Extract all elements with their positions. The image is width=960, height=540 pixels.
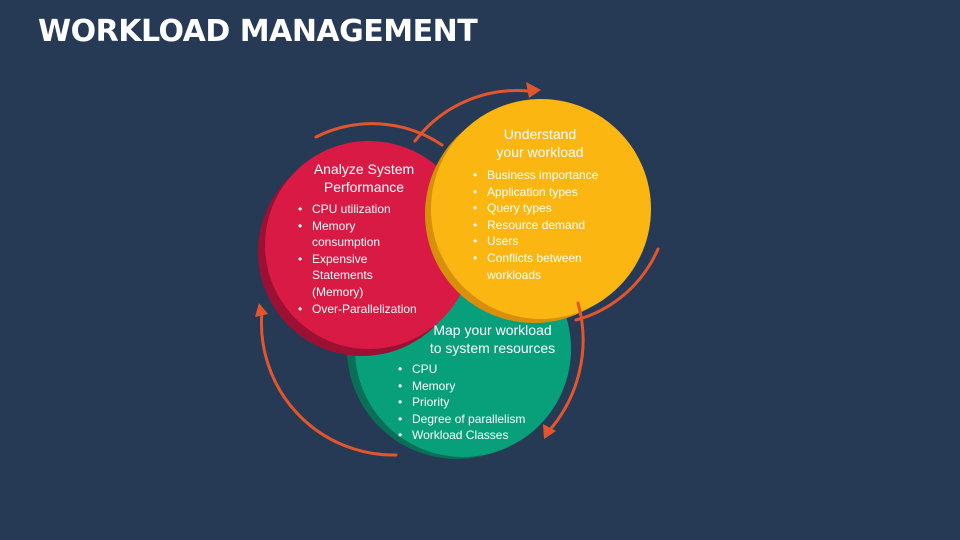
list-item: Business importance — [473, 167, 613, 184]
list-item: Expensive Statements (Memory) — [298, 251, 392, 301]
top-arc-right — [413, 89, 530, 143]
list-item: Priority — [398, 394, 558, 411]
left-arc — [259, 309, 398, 457]
arrow-head-left — [255, 303, 268, 317]
understand-heading-line-1: Understand — [503, 126, 577, 142]
list-item: CPU — [398, 361, 558, 378]
list-item: Users — [473, 233, 613, 250]
list-item: Conflicts between workloads — [473, 250, 599, 283]
page-title: WORKLOAD MANAGEMENT — [38, 14, 478, 49]
map-heading: Map your workload to system resources — [420, 321, 565, 357]
list-item: Over-Parallelization — [298, 301, 436, 318]
understand-heading: Understand your workload — [476, 125, 604, 161]
list-item: Application types — [473, 184, 613, 201]
analyze-heading-line-2: Performance — [323, 179, 405, 195]
map-heading-line-2: to system resources — [429, 340, 556, 356]
list-item: Degree of parallelism — [398, 411, 558, 428]
right-arc — [574, 247, 660, 322]
list-item: Workload Classes — [398, 427, 558, 444]
list-item: Memory consumption — [298, 218, 392, 251]
map-list: CPU Memory Priority Degree of parallelis… — [398, 361, 558, 444]
arrow-head-top — [526, 82, 541, 98]
list-item: Resource demand — [473, 217, 613, 234]
map-heading-line-1: Map your workload — [433, 322, 552, 338]
right-lower-arc — [546, 301, 585, 434]
top-arc-left — [314, 122, 444, 147]
analyze-list: CPU utilization Memory consumption Expen… — [298, 201, 436, 317]
analyze-heading-line-1: Analyze System — [313, 161, 415, 177]
analyze-heading: Analyze System Performance — [300, 160, 428, 196]
list-item: Query types — [473, 200, 613, 217]
understand-list: Business importance Application types Qu… — [473, 167, 613, 283]
list-item: CPU utilization — [298, 201, 436, 218]
list-item: Memory — [398, 378, 558, 395]
understand-heading-line-2: your workload — [496, 144, 584, 160]
